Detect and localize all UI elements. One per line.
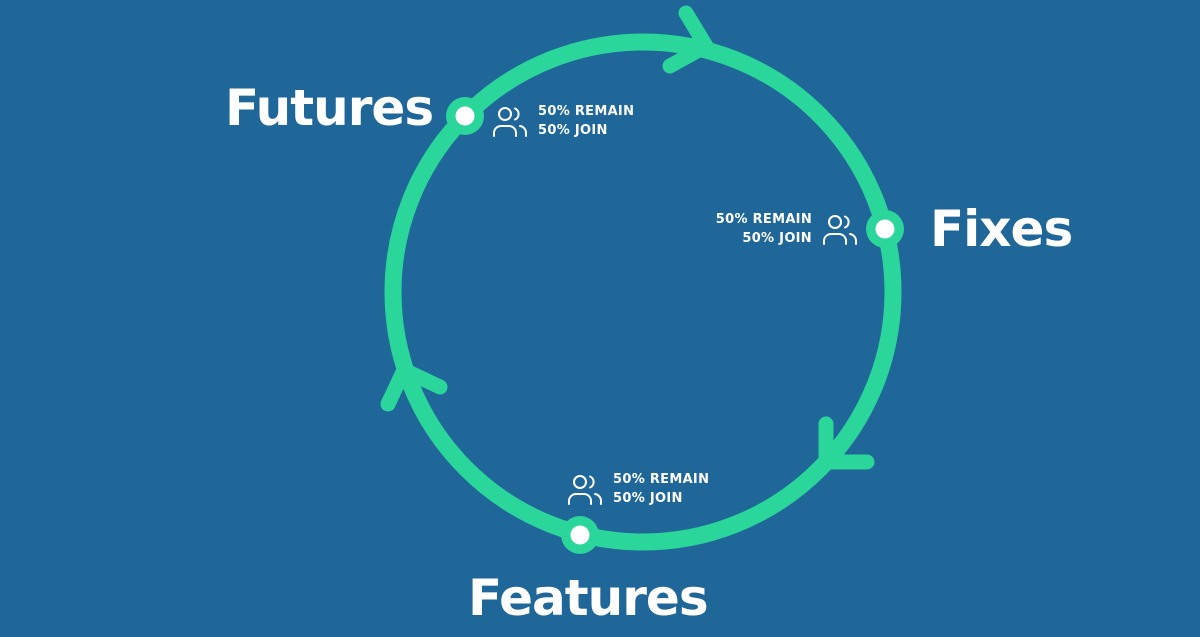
node-futures bbox=[446, 97, 484, 135]
people-icon bbox=[568, 475, 603, 505]
node-features bbox=[561, 516, 599, 554]
node-fixes bbox=[866, 210, 904, 248]
badge-fixes: 50% REMAIN 50% JOIN bbox=[716, 210, 858, 248]
arrow-top-icon bbox=[662, 5, 714, 74]
arrow-left-icon bbox=[380, 362, 448, 412]
people-icon bbox=[493, 107, 528, 137]
stage-label-fixes: Fixes bbox=[930, 200, 1073, 258]
badge-features: 50% REMAIN 50% JOIN bbox=[567, 470, 709, 508]
cycle-circle bbox=[384, 33, 902, 551]
people-icon bbox=[823, 215, 858, 245]
badge-futures: 50% REMAIN 50% JOIN bbox=[492, 102, 634, 140]
stage-label-features: Features bbox=[468, 569, 709, 627]
join-text: 50% JOIN bbox=[538, 123, 608, 138]
remain-text: 50% REMAIN bbox=[715, 212, 812, 227]
remain-text: 50% REMAIN bbox=[613, 472, 710, 487]
arrow-lower-right-icon bbox=[818, 416, 875, 470]
join-text: 50% JOIN bbox=[613, 491, 683, 506]
join-text: 50% JOIN bbox=[742, 231, 812, 246]
remain-text: 50% REMAIN bbox=[538, 104, 635, 119]
stage-label-futures: Futures bbox=[225, 79, 434, 137]
